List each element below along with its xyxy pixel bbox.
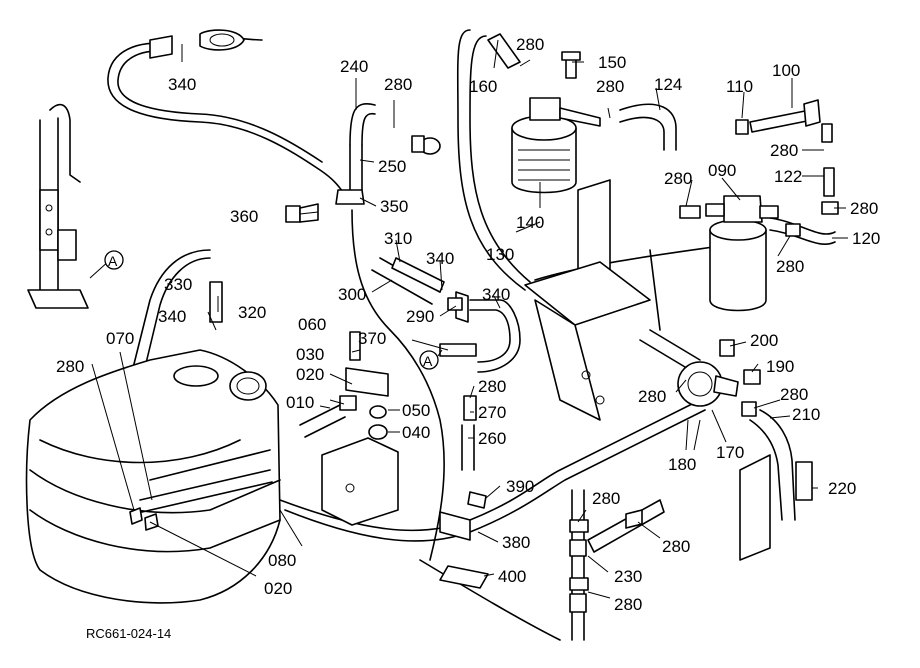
callout-250: 250: [378, 157, 406, 176]
marker-a-1: A: [108, 253, 118, 269]
callout-280-g: 280: [664, 169, 692, 188]
reference-markers: A A: [104, 250, 439, 370]
callout-280-tank: 280: [56, 357, 84, 376]
leader-lines: [89, 39, 848, 599]
callout-280-m: 280: [614, 595, 642, 614]
callout-labels: 340 240 280 250 160 280 150 280 124 110 …: [56, 35, 880, 614]
callout-150: 150: [598, 53, 626, 72]
callout-260: 260: [478, 429, 506, 448]
callout-280-k: 280: [592, 489, 620, 508]
callout-310: 310: [384, 229, 412, 248]
callout-280-b: 280: [516, 35, 544, 54]
drawing-code: RC661-024-14: [86, 626, 171, 641]
callout-280-f: 280: [776, 257, 804, 276]
callout-340-right: 340: [482, 285, 510, 304]
fuel-pump-170: [677, 361, 739, 407]
callout-240: 240: [340, 57, 368, 76]
mount-frame: [27, 103, 89, 309]
callout-160: 160: [469, 77, 497, 96]
callout-120: 120: [852, 229, 880, 248]
fittings: [129, 29, 839, 613]
callout-090: 090: [708, 161, 736, 180]
callout-370: 370: [358, 329, 386, 348]
callout-050: 050: [402, 401, 430, 420]
callout-280-h: 280: [478, 377, 506, 396]
callout-400: 400: [498, 567, 526, 586]
callout-280-d: 280: [770, 141, 798, 160]
callout-010: 010: [286, 393, 314, 412]
callout-040: 040: [402, 423, 430, 442]
callout-210: 210: [792, 405, 820, 424]
callout-280-l: 280: [662, 537, 690, 556]
fuel-lines: [107, 29, 836, 641]
callout-122: 122: [774, 167, 802, 186]
callout-330: 330: [164, 275, 192, 294]
callout-190: 190: [766, 357, 794, 376]
callout-270: 270: [478, 403, 506, 422]
callout-124: 124: [654, 75, 682, 94]
callout-220: 220: [828, 479, 856, 498]
callout-390: 390: [506, 477, 534, 496]
callout-130: 130: [486, 245, 514, 264]
marker-a-circle-2: [419, 350, 439, 370]
marker-a-circle-1: [104, 250, 124, 270]
callout-360: 360: [230, 207, 258, 226]
callout-020-bottom: 020: [264, 579, 292, 598]
callout-320: 320: [238, 303, 266, 322]
callout-280-a: 280: [384, 75, 412, 94]
callout-100: 100: [772, 61, 800, 80]
callout-170: 170: [716, 443, 744, 462]
callout-280-i: 280: [780, 385, 808, 404]
callout-180: 180: [668, 455, 696, 474]
callout-300: 300: [338, 285, 366, 304]
fuel-filter-140: [511, 97, 601, 194]
callout-230: 230: [614, 567, 642, 586]
callout-200: 200: [750, 331, 778, 350]
callout-340-mid: 340: [426, 249, 454, 268]
callout-030: 030: [296, 345, 324, 364]
callout-290: 290: [406, 307, 434, 326]
callout-020-top: 020: [296, 365, 324, 384]
callout-380: 380: [502, 533, 530, 552]
callout-340-left: 340: [158, 307, 186, 326]
callout-280-e: 280: [850, 199, 878, 218]
callout-140: 140: [516, 213, 544, 232]
callout-070: 070: [106, 329, 134, 348]
marker-a-2: A: [423, 353, 433, 369]
callout-060: 060: [298, 315, 326, 334]
callout-340-top: 340: [168, 75, 196, 94]
callout-110: 110: [726, 77, 753, 96]
callout-280-c: 280: [596, 77, 624, 96]
callout-280-j: 280: [638, 387, 666, 406]
callout-080: 080: [268, 551, 296, 570]
fuel-tank: [25, 349, 281, 604]
callout-350: 350: [380, 197, 408, 216]
fuel-filter-090: [705, 195, 779, 312]
brackets: [321, 179, 771, 561]
